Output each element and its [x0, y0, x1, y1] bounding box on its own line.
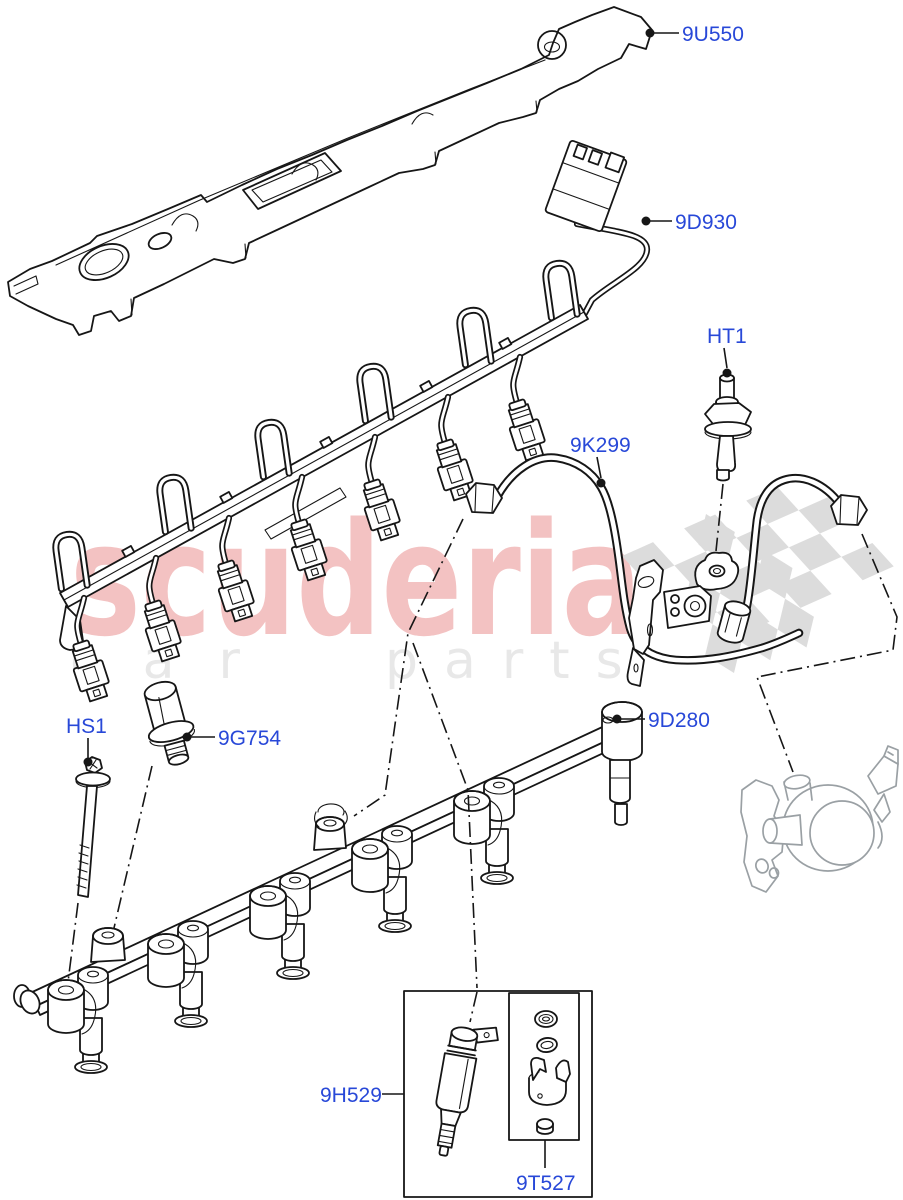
part-fuel-rail-9d280 — [13, 701, 643, 1074]
part-label-9d280[interactable]: 9D280 — [648, 709, 710, 732]
part-label-9d930[interactable]: 9D930 — [675, 211, 737, 234]
alignment-dash-lines — [67, 483, 898, 1023]
part-seal-kit-9t527 — [528, 1010, 571, 1135]
injector-kit-boxes — [403, 990, 593, 1198]
part-cover-9u550 — [7, 6, 653, 336]
leader-ht1 — [722, 347, 732, 378]
part-label-9u550[interactable]: 9U550 — [682, 23, 744, 46]
leader-9d280 — [612, 714, 645, 724]
leader-9k299 — [596, 456, 606, 488]
part-sensor-ht1 — [704, 373, 752, 482]
rail-boss — [90, 927, 126, 963]
part-label-ht1[interactable]: HT1 — [707, 325, 747, 348]
rail-inlet-port — [313, 803, 348, 851]
part-harness-9d930 — [54, 139, 651, 705]
leader-9d930 — [641, 216, 672, 226]
part-label-9h529[interactable]: 9H529 — [320, 1084, 382, 1107]
leader-9g754 — [182, 732, 215, 742]
part-label-9g754[interactable]: 9G754 — [218, 727, 281, 750]
part-label-9k299[interactable]: 9K299 — [570, 434, 631, 457]
harness-plug — [544, 139, 628, 233]
part-injector-9h529 — [435, 1026, 499, 1157]
leader-hs1 — [83, 738, 93, 767]
part-bolt-hs1 — [75, 756, 111, 898]
pipe-bracket — [626, 551, 752, 687]
part-label-9t527[interactable]: 9T527 — [516, 1172, 576, 1195]
part-label-hs1[interactable]: HS1 — [66, 715, 107, 738]
part-high-pressure-pump — [740, 745, 899, 893]
labels-layer: 9U550 9D930 HT1 9K299 HS1 9G754 9D280 9H… — [66, 23, 747, 1195]
watermark-tagline-word2: parts — [385, 631, 649, 691]
part-sensor-9g754 — [143, 680, 195, 766]
leader-9u550 — [645, 28, 679, 38]
seal-kit-box — [508, 992, 580, 1141]
part-fuel-pipes-9k299 — [465, 453, 868, 687]
rail-end-injector — [601, 701, 643, 826]
